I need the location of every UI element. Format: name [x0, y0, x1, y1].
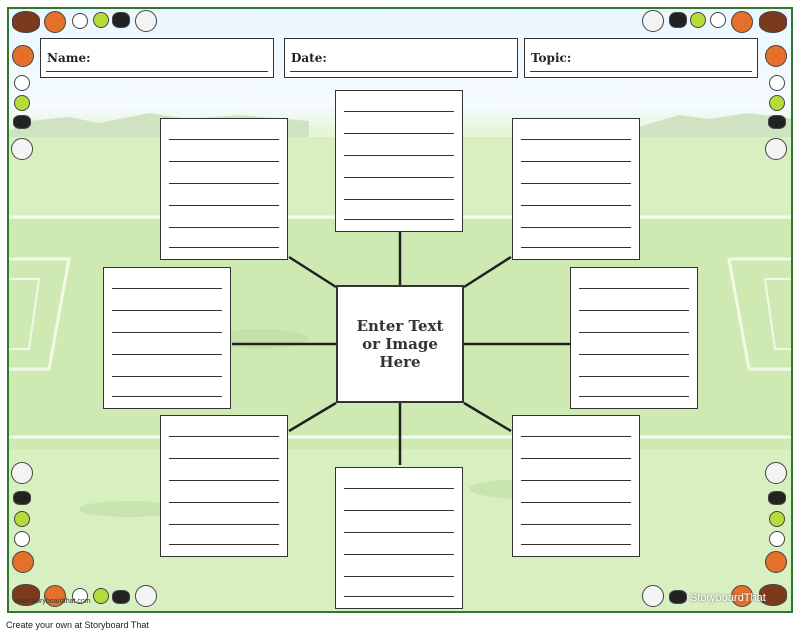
- hockey-puck-icon: [112, 12, 130, 28]
- volleyball-icon: [135, 10, 157, 32]
- small-watermark: www.storyboardthat.com: [14, 598, 91, 605]
- writing-box-top-left[interactable]: [160, 118, 288, 260]
- hockey-puck-icon: [768, 115, 786, 129]
- writing-box-top[interactable]: [335, 90, 463, 232]
- tennis-ball-icon: [93, 12, 109, 28]
- tennis-ball-icon: [769, 511, 785, 527]
- topic-underline: [530, 71, 752, 72]
- football-icon: [12, 11, 40, 33]
- writing-box-left[interactable]: [103, 267, 231, 409]
- basketball-icon: [12, 45, 34, 67]
- baseball-icon: [710, 12, 726, 28]
- basketball-icon: [731, 585, 753, 607]
- volleyball-icon: [642, 10, 664, 32]
- storyboardthat-watermark: StoryboardThat: [690, 592, 766, 604]
- hockey-puck-icon: [669, 12, 687, 28]
- topic-field[interactable]: Topic:: [524, 38, 758, 78]
- baseball-icon: [14, 75, 30, 91]
- hockey-puck-icon: [13, 115, 31, 129]
- writing-box-right[interactable]: [570, 267, 698, 409]
- baseball-icon: [14, 531, 30, 547]
- baseball-icon: [769, 531, 785, 547]
- volleyball-icon: [11, 138, 33, 160]
- center-topic-text: Enter Text or Image Here: [356, 317, 444, 371]
- basketball-icon: [731, 11, 753, 33]
- hockey-puck-icon: [13, 491, 31, 505]
- writing-box-bottom[interactable]: [335, 467, 463, 609]
- basketball-icon: [44, 585, 66, 607]
- date-label: Date:: [291, 51, 327, 65]
- tennis-ball-icon: [14, 511, 30, 527]
- name-field[interactable]: Name:: [40, 38, 274, 78]
- volleyball-icon: [642, 585, 664, 607]
- name-label: Name:: [47, 51, 91, 65]
- basketball-icon: [44, 11, 66, 33]
- baseball-icon: [72, 588, 88, 604]
- date-underline: [290, 71, 512, 72]
- football-icon: [759, 584, 787, 606]
- football-icon: [759, 11, 787, 33]
- hockey-puck-icon: [112, 590, 130, 604]
- center-topic-box[interactable]: Enter Text or Image Here: [336, 285, 464, 403]
- tennis-ball-icon: [769, 95, 785, 111]
- volleyball-icon: [11, 462, 33, 484]
- writing-box-bottom-left[interactable]: [160, 415, 288, 557]
- topic-label: Topic:: [531, 51, 572, 65]
- writing-box-top-right[interactable]: [512, 118, 640, 260]
- volleyball-icon: [765, 138, 787, 160]
- volleyball-icon: [135, 585, 157, 607]
- tennis-ball-icon: [690, 12, 706, 28]
- date-field[interactable]: Date:: [284, 38, 518, 78]
- hockey-puck-icon: [669, 590, 687, 604]
- baseball-icon: [769, 75, 785, 91]
- footer-credit[interactable]: Create your own at Storyboard That: [6, 620, 149, 630]
- tennis-ball-icon: [93, 588, 109, 604]
- hockey-puck-icon: [768, 491, 786, 505]
- volleyball-icon: [765, 462, 787, 484]
- basketball-icon: [12, 551, 34, 573]
- name-underline: [46, 71, 268, 72]
- football-icon: [12, 584, 40, 606]
- writing-box-bottom-right[interactable]: [512, 415, 640, 557]
- basketball-icon: [765, 45, 787, 67]
- basketball-icon: [765, 551, 787, 573]
- baseball-icon: [72, 13, 88, 29]
- tennis-ball-icon: [14, 95, 30, 111]
